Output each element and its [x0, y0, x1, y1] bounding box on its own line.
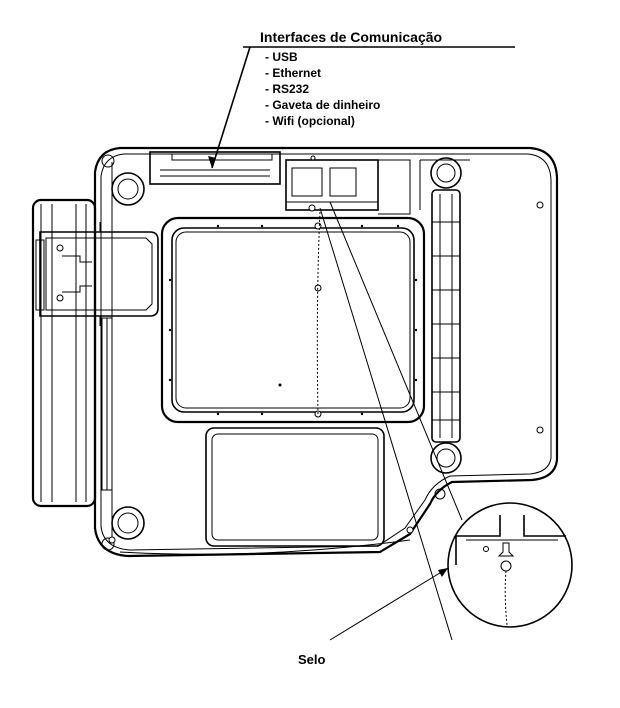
screws — [108, 201, 544, 544]
seal-arrowhead — [438, 568, 448, 577]
callout-item-wifi: - Wifi (opcional) — [265, 114, 355, 128]
callout-leader — [211, 46, 251, 169]
callout-item-ethernet: - Ethernet — [265, 66, 321, 80]
lower-panel — [119, 427, 411, 555]
connector-area — [149, 151, 411, 215]
callout-item-usb: - USB — [265, 50, 298, 64]
callout-title: Interfaces de Comunicação — [260, 29, 442, 45]
callout-arrowhead — [208, 156, 216, 168]
seal-label: Selo — [298, 652, 326, 667]
main-panel — [160, 211, 426, 424]
vent-grille — [419, 159, 470, 443]
callout-item-rs232: - RS232 — [265, 82, 309, 96]
callout-item-cash-drawer: - Gaveta de dinheiro — [265, 98, 380, 112]
device-body — [93, 146, 559, 558]
seal-leader — [329, 567, 449, 641]
seal-detail-magnifier — [319, 201, 573, 641]
left-stand — [31, 198, 159, 508]
rubber-feet — [101, 154, 462, 551]
